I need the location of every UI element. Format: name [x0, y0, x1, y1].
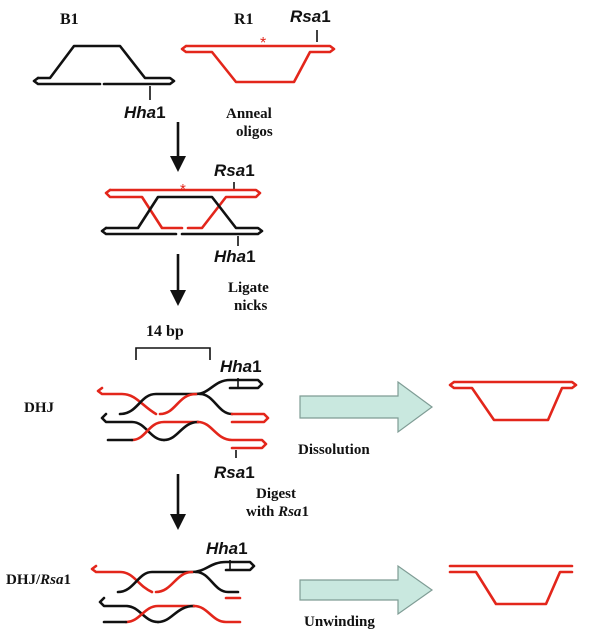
dissolution-product [448, 380, 578, 422]
annealed-duplex [100, 188, 264, 236]
label-digest: Digest [256, 486, 296, 502]
star-annealed: * [180, 181, 186, 198]
dhj-structure [96, 378, 270, 450]
label-dhj: DHJ [24, 400, 55, 416]
arrowhead-anneal [170, 156, 186, 172]
unwinding-product-bottom [448, 570, 574, 606]
bracket-14bp [135, 347, 211, 360]
label-b1: B1 [60, 11, 79, 28]
arrowhead-ligate [170, 290, 186, 306]
hha1-label-b1: Hha1 [124, 103, 166, 122]
star-r1: * [260, 35, 266, 52]
label-dissolution: Dissolution [298, 442, 370, 458]
rsa1-label-dhj: Rsa1 [214, 463, 255, 482]
dhj-rsa1-structure [90, 560, 256, 624]
label-oligos: oligos [236, 124, 273, 140]
label-nicks: nicks [234, 298, 268, 314]
label-anneal: Anneal [226, 106, 272, 122]
hha1-label-digested: Hha1 [206, 539, 248, 558]
dissolution-arrow [299, 380, 434, 434]
b1-oligo [32, 44, 176, 86]
r1-oligo [180, 44, 336, 84]
label-with-rsa1: with Rsa1 [246, 504, 309, 520]
arrowhead-digest [170, 514, 186, 530]
rsa1-label-annealed: Rsa1 [214, 161, 255, 180]
label-14bp: 14 bp [146, 323, 184, 340]
hha1-label-annealed: Hha1 [214, 247, 256, 266]
hha1-label-dhj: Hha1 [220, 357, 262, 376]
label-unwinding: Unwinding [304, 614, 375, 630]
label-ligate: Ligate [228, 280, 269, 296]
rsa1-label-r1: Rsa1 [290, 7, 331, 26]
unwinding-arrow [299, 564, 434, 616]
label-r1: R1 [234, 11, 254, 28]
label-dhj-rsa1: DHJ/Rsa1 [6, 572, 71, 588]
